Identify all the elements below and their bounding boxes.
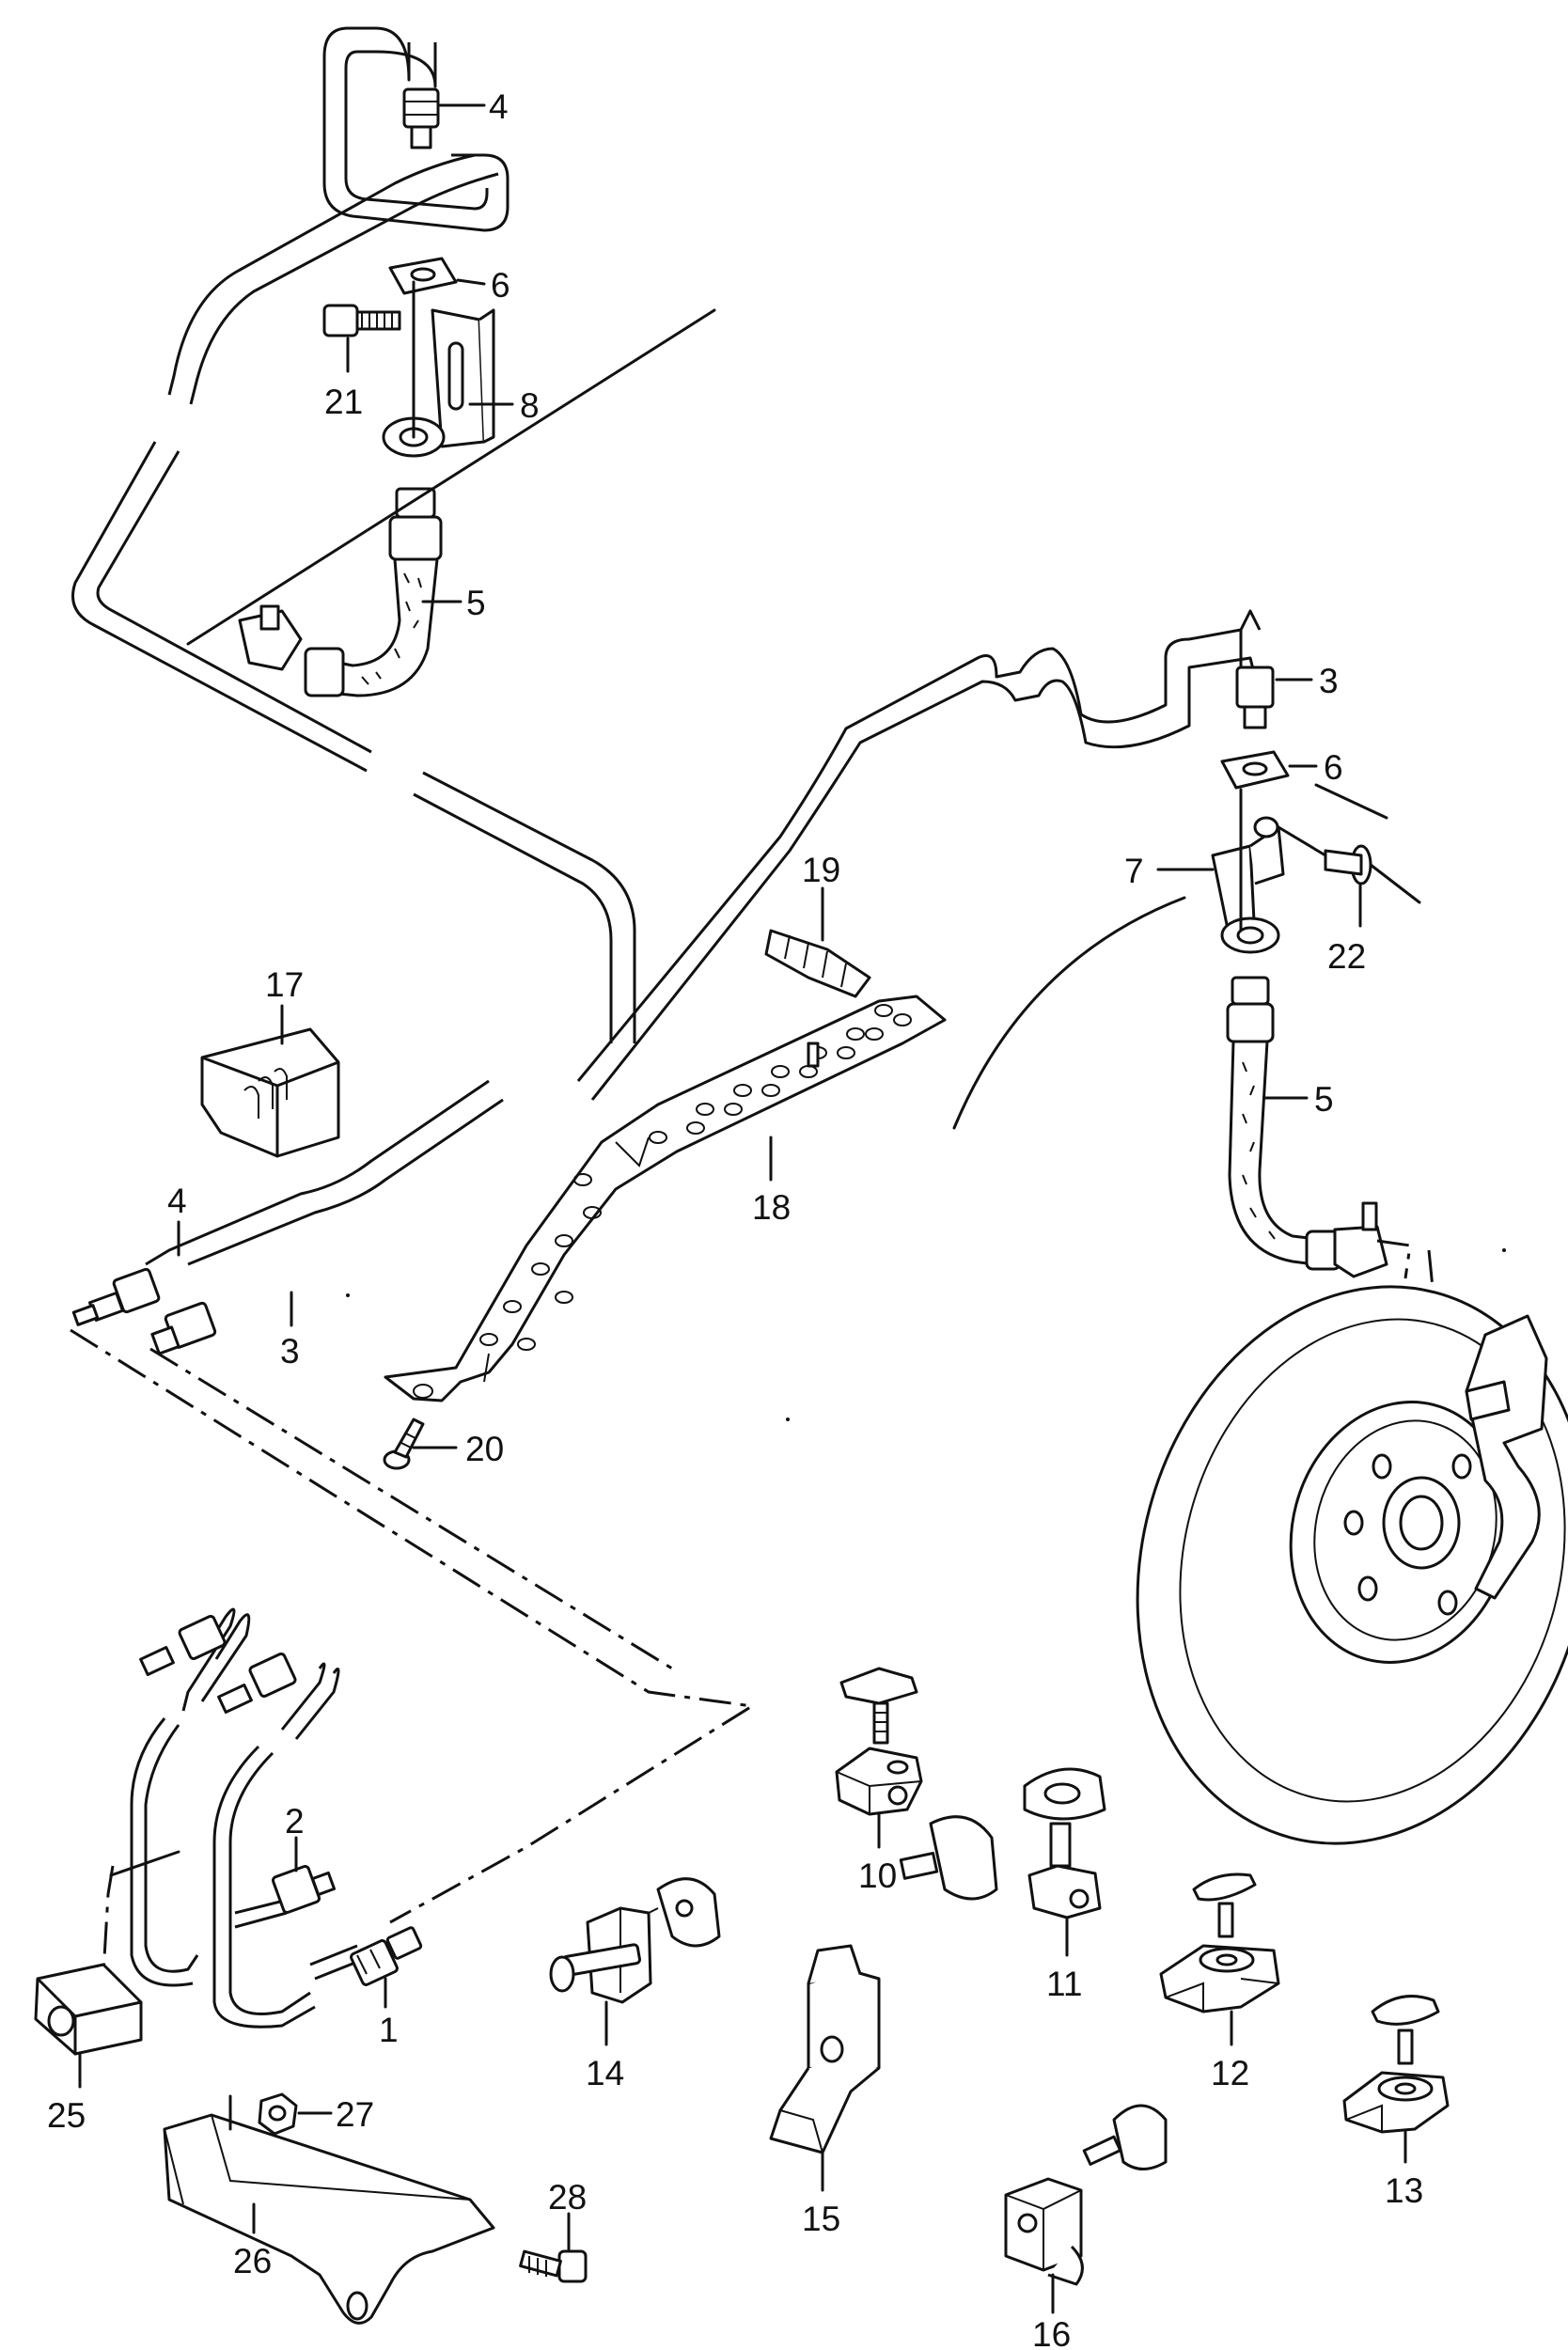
pipe-ends-left <box>71 1267 217 1355</box>
pipe-clip-19 <box>764 929 871 998</box>
screw-20 <box>383 1418 425 1470</box>
clip-15 <box>769 1815 998 2154</box>
reference-line-top <box>186 308 716 646</box>
clip-11 <box>1023 1767 1106 1919</box>
callout-5-right: 5 <box>1314 1080 1334 1119</box>
pipe-nuts-lower-left <box>139 1614 297 1714</box>
brake-pipe-center <box>576 609 1262 1101</box>
brake-hose-right <box>1226 976 1388 1278</box>
pipe-nut-top <box>402 87 440 149</box>
centerline-25 <box>102 1865 115 1975</box>
brake-disc <box>1136 1285 1568 1845</box>
callout-6-right: 6 <box>1324 748 1343 787</box>
grommet-block-17 <box>200 1027 340 1158</box>
hose-bracket-left <box>382 280 495 458</box>
brake-pipe-upper-left <box>71 26 636 1266</box>
heat-shield-26 <box>163 2094 495 2325</box>
leader-lines <box>78 103 1407 2314</box>
callout-4-top: 4 <box>489 87 509 126</box>
reference-line-right <box>952 896 1186 1130</box>
callout-3-left: 3 <box>280 1332 300 1371</box>
callout-27: 27 <box>336 2095 374 2134</box>
retaining-clip-right <box>1220 750 1290 790</box>
pipe-union-2 <box>271 1864 337 1915</box>
callout-6-left: 6 <box>491 266 510 305</box>
callout-15: 15 <box>802 2200 840 2238</box>
hose-centerline-right <box>1376 1239 1435 1298</box>
brake-pipe-lower-left <box>130 1607 363 2029</box>
bolt-21 <box>322 304 401 337</box>
pipe-holder-bracket-18 <box>384 995 947 1402</box>
callout-25: 25 <box>47 2096 86 2135</box>
callout-17: 17 <box>265 965 304 1004</box>
callout-11: 11 <box>1046 1965 1082 2003</box>
pipe-nut-right <box>1235 666 1275 729</box>
hose-bracket-right <box>1211 788 1285 954</box>
rivet-22 <box>1277 825 1421 904</box>
callout-1: 1 <box>379 2011 399 2049</box>
bolt-28 <box>519 2249 588 2283</box>
clip-14 <box>549 1877 721 2004</box>
print-specks <box>346 1248 1506 1421</box>
brake-hose-left <box>238 487 443 697</box>
callout-5-left: 5 <box>466 584 486 622</box>
callout-3-top: 3 <box>1319 662 1339 700</box>
clip-16 <box>1004 2104 1168 2286</box>
callout-2: 2 <box>285 1802 305 1841</box>
callout-4-left: 4 <box>167 1182 187 1220</box>
clip-13 <box>1342 1995 1450 2134</box>
clip-10 <box>835 1667 923 1816</box>
callout-26: 26 <box>233 2242 272 2280</box>
callout-16: 16 <box>1032 2315 1071 2350</box>
callout-8: 8 <box>520 386 540 425</box>
callout-14: 14 <box>586 2054 624 2092</box>
callout-13: 13 <box>1385 2171 1423 2210</box>
callout-21: 21 <box>324 383 363 421</box>
callout-10: 10 <box>858 1856 897 1895</box>
callout-20: 20 <box>465 1430 504 1468</box>
callout-12: 12 <box>1211 2054 1249 2092</box>
routing-centerline-left <box>70 1328 757 1924</box>
callout-22: 22 <box>1327 937 1366 976</box>
nut-27 <box>258 2092 298 2136</box>
retaining-clip-top <box>388 257 458 295</box>
reference-line-right-top <box>1314 783 1388 820</box>
callout-19: 19 <box>802 851 840 889</box>
callout-28: 28 <box>548 2178 587 2217</box>
reference-line-25 <box>109 1850 180 1877</box>
pipe-clamp-block-25 <box>34 1963 143 2056</box>
callout-7: 7 <box>1124 852 1144 890</box>
callout-18: 18 <box>752 1188 791 1227</box>
pipe-union-1 <box>350 1926 423 1986</box>
clip-12 <box>1159 1872 1280 2013</box>
callout-labels: 4 6 21 8 5 3 6 7 22 5 17 19 18 20 4 3 10… <box>47 87 1423 2350</box>
